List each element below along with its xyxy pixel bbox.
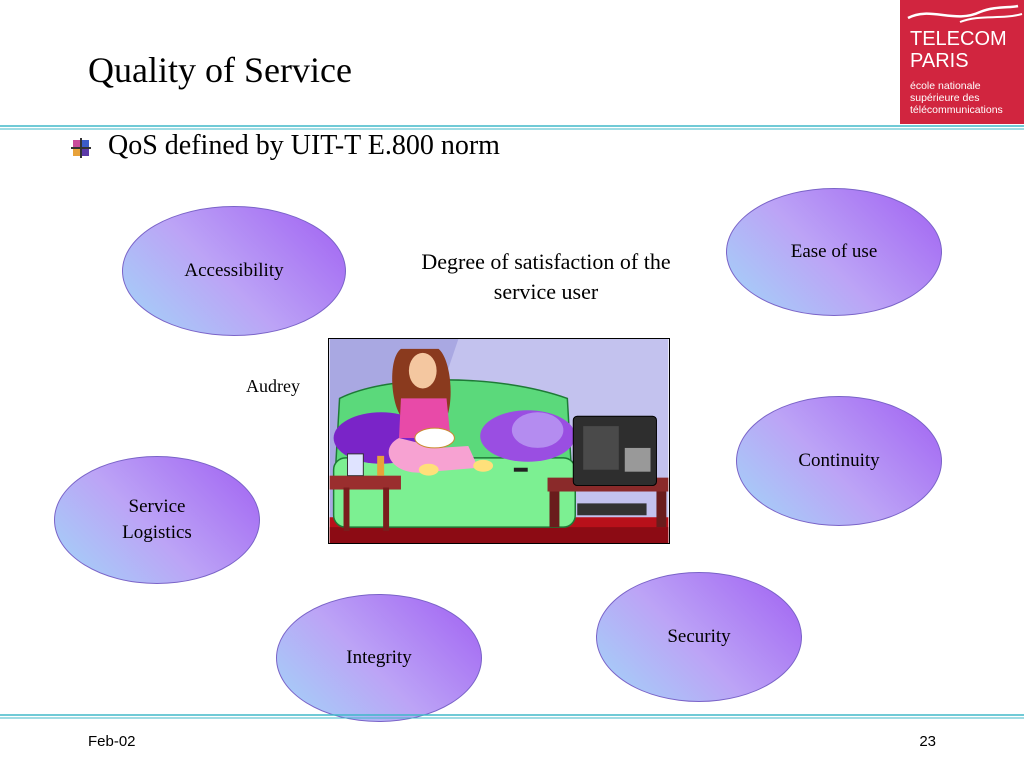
bullet-text: QoS defined by UIT-T E.800 norm xyxy=(108,130,500,161)
criterion-label: Integrity xyxy=(346,647,412,668)
criterion-continuity: Continuity xyxy=(736,396,942,526)
criterion-label: Security xyxy=(667,626,731,647)
logo-line-2: PARIS xyxy=(910,50,969,72)
logo-line-5: télécommunications xyxy=(910,104,1003,116)
criterion-label: Accessibility xyxy=(184,260,284,281)
criterion-integrity: Integrity xyxy=(276,594,482,722)
logo-line-3: école nationale xyxy=(910,80,981,92)
criterion-accessibility: Accessibility xyxy=(122,206,346,336)
person-label: Audrey xyxy=(246,376,300,396)
criterion-label: Ease of use xyxy=(790,241,878,262)
logo-line-4: supérieure des xyxy=(910,92,980,104)
criterion-label: Continuity xyxy=(798,450,880,471)
bullet-icon xyxy=(71,138,91,158)
criterion-label: Service Logistics xyxy=(122,496,192,543)
footer-divider xyxy=(0,714,1024,719)
header-divider xyxy=(0,125,1024,130)
slide-title: Quality of Service xyxy=(88,50,352,90)
criterion-security: Security xyxy=(596,572,802,702)
criterion-ease-of-use: Ease of use xyxy=(726,188,942,316)
footer-page-number: 23 xyxy=(919,733,936,750)
center-caption: Degree of satisfaction of the service us… xyxy=(421,249,671,304)
telecom-paris-logo: TELECOM PARIS école nationale supérieure… xyxy=(900,0,1024,124)
criterion-service-logistics: Service Logistics xyxy=(54,456,260,584)
woman-watching-tv-illustration xyxy=(328,338,670,544)
logo-line-1: TELECOM xyxy=(910,28,1007,50)
footer-date: Feb-02 xyxy=(88,733,136,750)
logo-wave-icon xyxy=(907,4,1023,23)
